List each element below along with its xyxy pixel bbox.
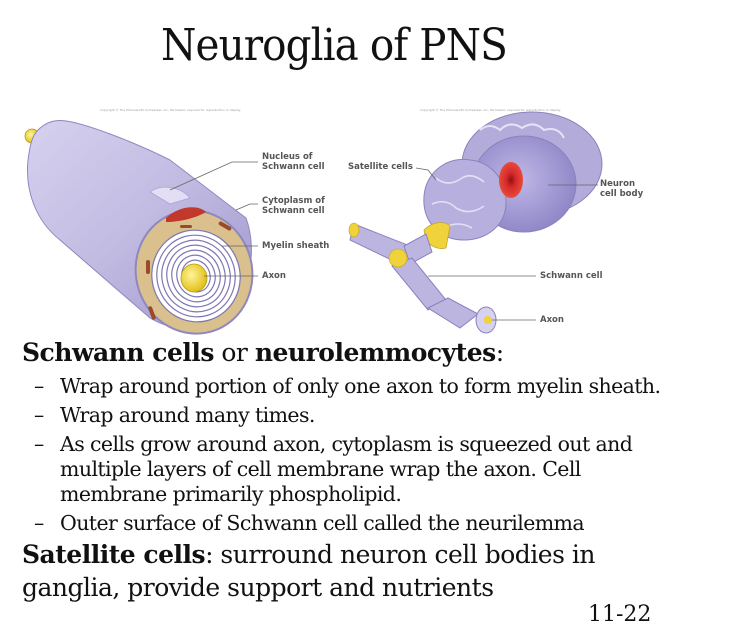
schwann-cells-heading: Schwann cells or neurolemmocytes: [22, 336, 722, 370]
colon: : [495, 338, 504, 367]
satellite-description: : surround neuron cell bodies in ganglia… [22, 540, 595, 602]
term-neurolemmocytes: neurolemmocytes [254, 338, 496, 367]
dash-bullet: – [34, 511, 44, 535]
label-cytoplasm-of-schwann-cell: Cytoplasm of Schwann cell [262, 196, 325, 216]
list-item: –Outer surface of Schwann cell called th… [22, 511, 722, 536]
point-text: Wrap around many times. [60, 403, 315, 427]
label-line: cell body [600, 189, 644, 199]
dash-bullet: – [34, 432, 44, 456]
satellite-cell-figure: Copyright © The McGraw-Hill Companies, I… [340, 100, 670, 340]
schwann-points-list: –Wrap around portion of only one axon to… [22, 374, 722, 536]
label-line: Schwann cell [262, 206, 325, 216]
list-item: –As cells grow around axon, cytoplasm is… [22, 432, 680, 507]
label-satellite-cells: Satellite cells [348, 162, 413, 172]
term-schwann-cells: Schwann cells [22, 338, 214, 367]
label-nucleus-of-schwann-cell: Nucleus of Schwann cell [262, 152, 325, 172]
label-axon: Axon [540, 315, 564, 325]
schwann-cell-figure: Copyright © The McGraw-Hill Companies, I… [0, 100, 340, 340]
label-line: Cytoplasm of [262, 196, 325, 206]
slide-title: Neuroglia of PNS [161, 20, 508, 71]
label-line: Nucleus of [262, 152, 313, 162]
point-text: Outer surface of Schwann cell called the… [60, 511, 585, 535]
dash-bullet: – [34, 403, 44, 427]
page-number: 11-22 [588, 602, 652, 627]
label-neuron-cell-body: Neuron cell body [600, 179, 643, 199]
dash-bullet: – [34, 374, 44, 398]
list-item: –Wrap around portion of only one axon to… [22, 374, 722, 399]
slide-body: Schwann cells or neurolemmocytes: –Wrap … [22, 336, 722, 604]
label-line: Neuron [600, 179, 636, 189]
satellite-cells-illustration [348, 111, 603, 334]
list-item: –Wrap around many times. [22, 403, 722, 428]
label-line: Schwann cell [262, 162, 325, 172]
connector-text: or [213, 338, 255, 367]
label-myelin-sheath: Myelin sheath [262, 241, 330, 251]
copyright-note: Copyright © The McGraw-Hill Companies, I… [100, 108, 241, 112]
myelin-sheath-illustration [24, 119, 258, 335]
point-text: As cells grow around axon, cytoplasm is … [60, 432, 633, 506]
term-satellite-cells: Satellite cells [22, 540, 206, 569]
satellite-cells-paragraph: Satellite cells: surround neuron cell bo… [22, 538, 642, 604]
point-text: Wrap around portion of only one axon to … [60, 374, 661, 398]
label-axon: Axon [262, 271, 286, 281]
copyright-note: Copyright © The McGraw-Hill Companies, I… [420, 108, 561, 112]
label-schwann-cell: Schwann cell [540, 271, 603, 281]
